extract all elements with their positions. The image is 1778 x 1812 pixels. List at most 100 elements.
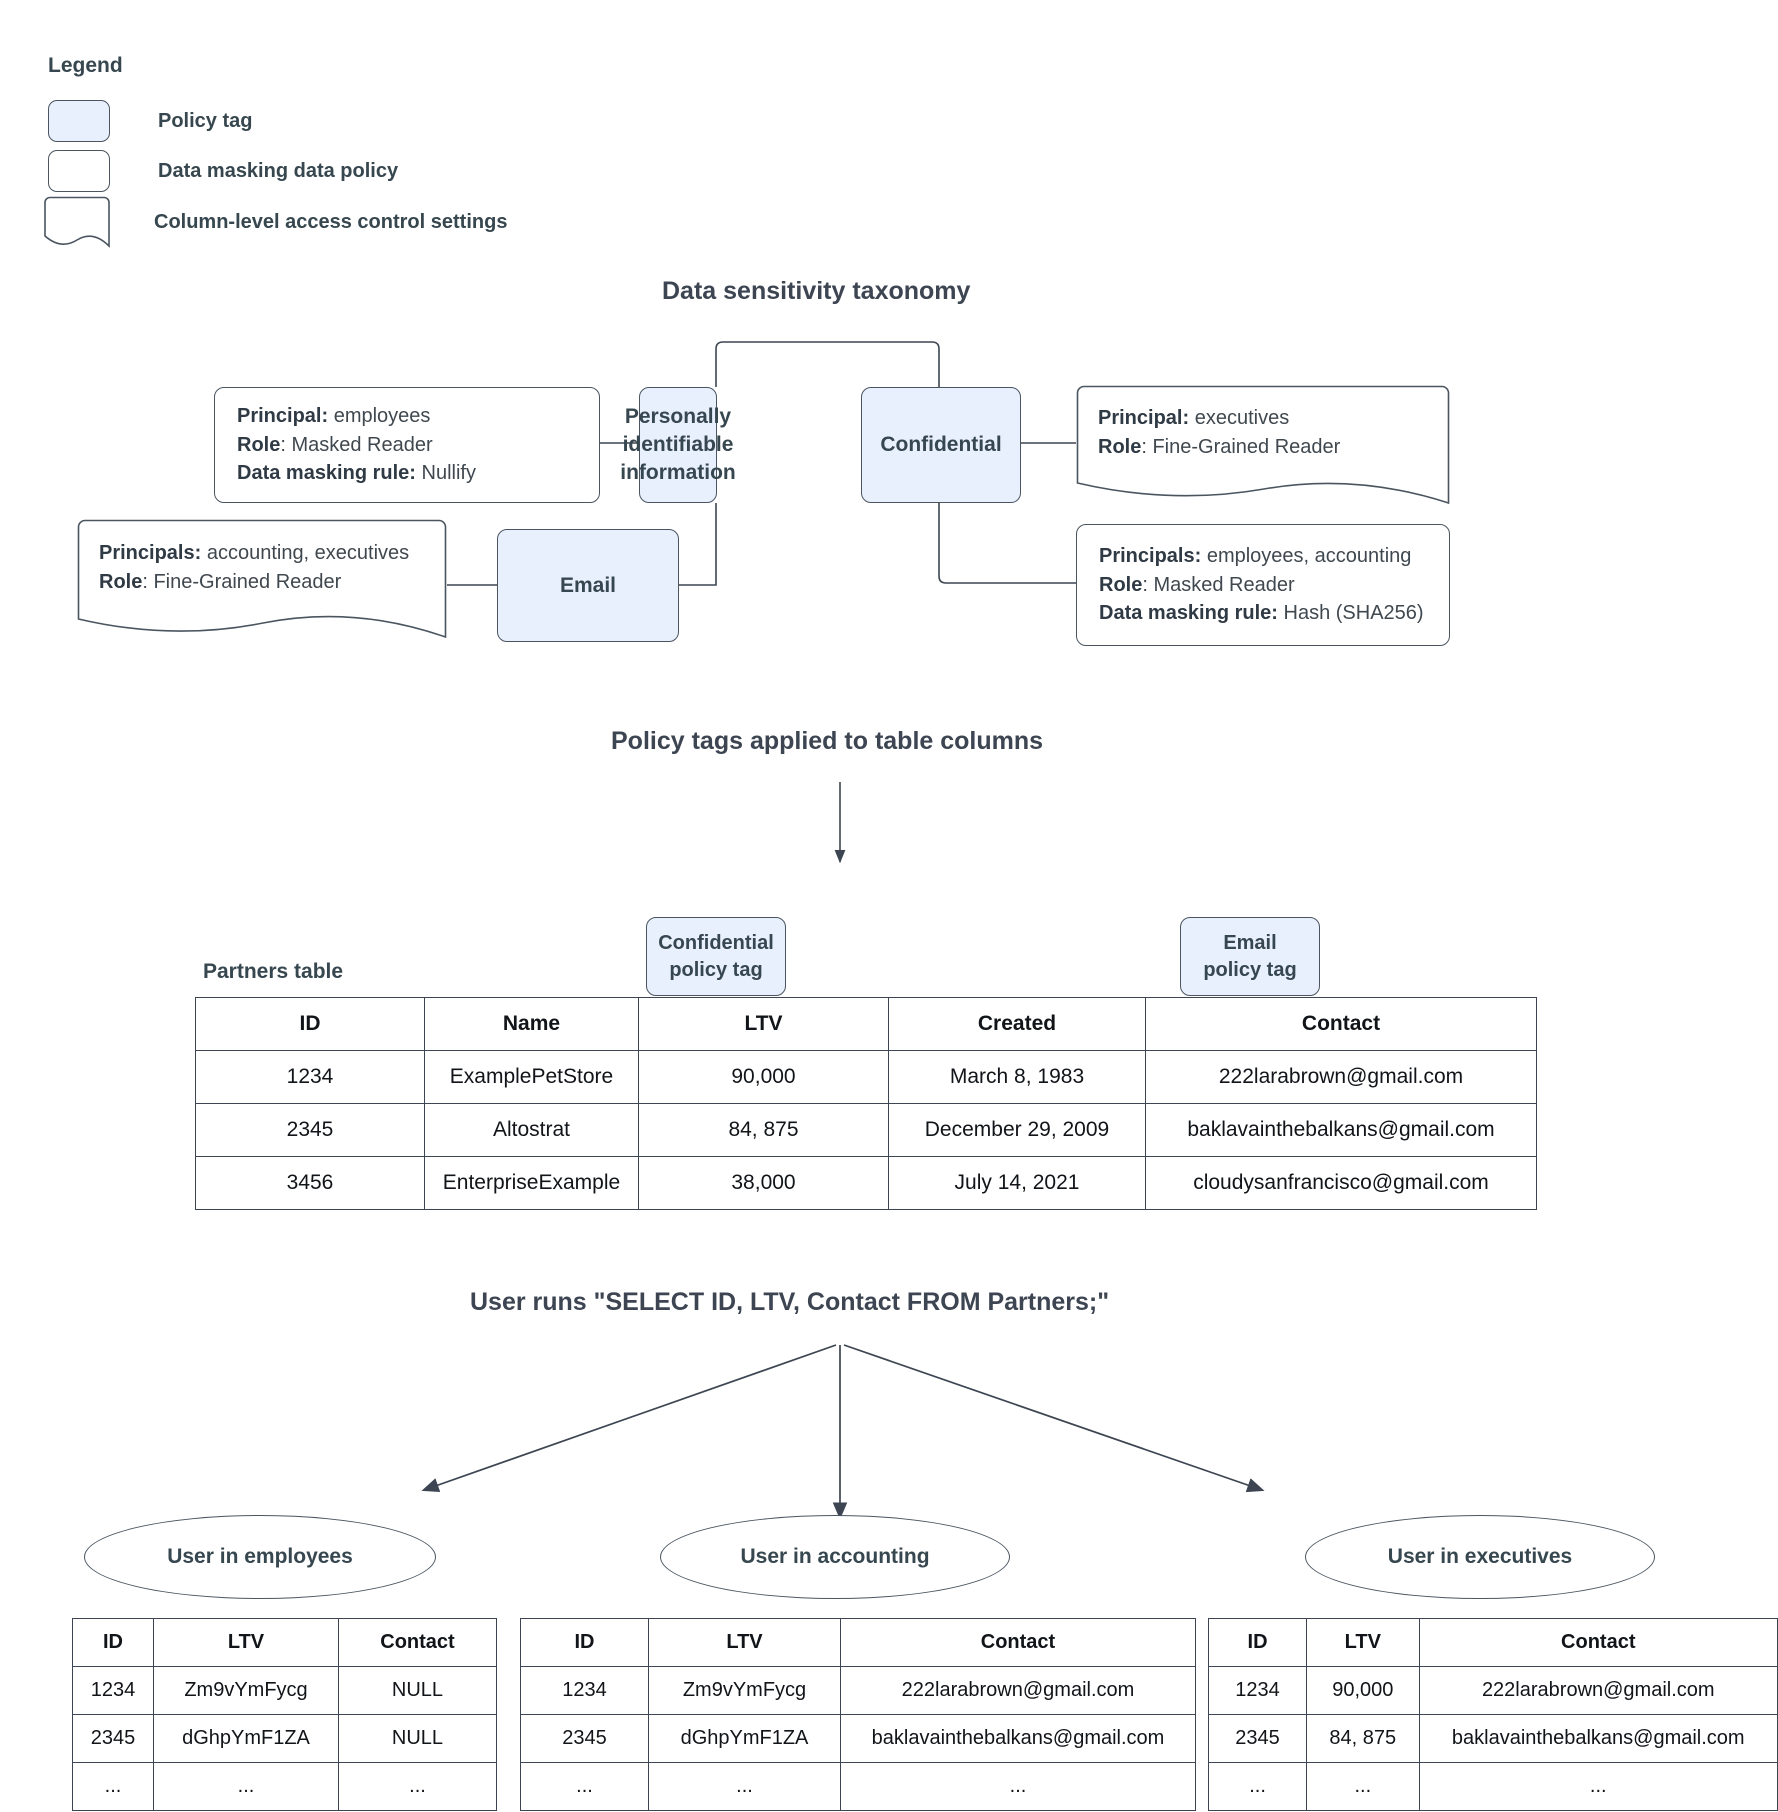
col-header-id: ID [195, 997, 425, 1051]
col-header-contact: Contact [338, 1618, 497, 1667]
cell-created: March 8, 1983 [888, 1050, 1146, 1104]
cell-name: Altostrat [424, 1103, 639, 1157]
table-row: 1234 90,000 222larabrown@gmail.com [1207, 1666, 1778, 1715]
col-header-contact: Contact [840, 1618, 1196, 1667]
cell-id: 3456 [195, 1156, 425, 1210]
partners-table: ID Name LTV Created Contact 1234 Example… [195, 997, 1537, 1210]
column-tag-email-line1: Email [1223, 932, 1277, 955]
column-tag-email-line2: policy tag [1203, 958, 1297, 981]
policy-box-confidential-masking-text: Principals: employees, accounting Role: … [1099, 544, 1424, 625]
col-header-id: ID [520, 1618, 649, 1667]
col-header-ltv: LTV [648, 1618, 841, 1667]
tag-node-pii[interactable]: Personally identifiable information [620, 387, 736, 503]
cell-ltv: ... [153, 1762, 339, 1811]
cell-contact: ... [338, 1762, 497, 1811]
cell-ltv: Zm9vYmFycg [648, 1666, 841, 1715]
col-header-contact: Contact [1145, 997, 1537, 1051]
col-header-id: ID [1207, 1618, 1308, 1667]
result-table-executives: ID LTV Contact 1234 90,000 222larabrown@… [1207, 1618, 1778, 1811]
table-row: 1234 Zm9vYmFycg 222larabrown@gmail.com [520, 1666, 1196, 1715]
tag-node-confidential[interactable]: Confidential [861, 387, 1021, 503]
col-header-name: Name [424, 997, 639, 1051]
cell-contact: 222larabrown@gmail.com [840, 1666, 1196, 1715]
partners-table-caption: Partners table [203, 960, 344, 983]
cell-id: ... [1207, 1762, 1308, 1811]
table-row: ... ... ... [520, 1762, 1196, 1811]
cell-ltv: 38,000 [638, 1156, 889, 1210]
col-header-ltv: LTV [1306, 1618, 1420, 1667]
applied-title: Policy tags applied to table columns [611, 727, 1044, 755]
legend-label-column-access-control: Column-level access control settings [154, 210, 508, 233]
policy-box-email-access-text: Principals: accounting, executives Role:… [99, 542, 410, 593]
legend-item-data-masking-policy: Data masking data policy [48, 150, 398, 192]
policy-box-confidential-masking[interactable]: Principals: employees, accounting Role: … [1076, 524, 1450, 646]
cell-id: ... [520, 1762, 649, 1811]
cell-ltv: 84, 875 [638, 1103, 889, 1157]
cell-name: EnterpriseExample [424, 1156, 639, 1210]
persona-accounting-label: User in accounting [740, 1545, 930, 1568]
tag-node-pii-label: Personally identifiable information [620, 405, 736, 484]
cell-ltv: ... [1306, 1762, 1420, 1811]
policy-box-confidential-access-text: Principal: executives Role: Fine-Grained… [1098, 407, 1341, 458]
persona-employees[interactable]: User in employees [84, 1515, 436, 1599]
table-row: 3456 EnterpriseExample 38,000 July 14, 2… [195, 1156, 1537, 1210]
column-tag-email[interactable]: Email policy tag [1180, 917, 1320, 996]
cell-contact: baklavainthebalkans@gmail.com [1145, 1103, 1537, 1157]
col-header-ltv: LTV [638, 997, 889, 1051]
column-tag-confidential[interactable]: Confidential policy tag [646, 917, 786, 996]
legend-title: Legend [48, 54, 123, 77]
policy-box-confidential-access[interactable]: Principal: executives Role: Fine-Grained… [1076, 385, 1450, 507]
result-table-accounting-wrapper: ID LTV Contact 1234 Zm9vYmFycg 222larabr… [520, 1618, 1196, 1811]
cell-id: ... [72, 1762, 154, 1811]
cell-contact: baklavainthebalkans@gmail.com [1418, 1714, 1778, 1763]
legend-swatch-column-access-control [44, 196, 110, 248]
policy-box-email-access[interactable]: Principals: accounting, executives Role:… [77, 519, 447, 643]
cell-name: ExamplePetStore [424, 1050, 639, 1104]
result-table-accounting: ID LTV Contact 1234 Zm9vYmFycg 222larabr… [520, 1618, 1196, 1811]
persona-employees-label: User in employees [167, 1545, 353, 1568]
col-header-contact: Contact [1418, 1618, 1778, 1667]
policy-box-pii-masking[interactable]: Principal: employees Role: Masked Reader… [214, 387, 600, 503]
col-header-id: ID [72, 1618, 154, 1667]
cell-contact: ... [840, 1762, 1196, 1811]
cell-ltv: Zm9vYmFycg [153, 1666, 339, 1715]
cell-ltv: dGhpYmF1ZA [648, 1714, 841, 1763]
cell-ltv: dGhpYmF1ZA [153, 1714, 339, 1763]
legend-item-column-access-control: Column-level access control settings [44, 196, 507, 248]
table-row: ... ... ... [72, 1762, 497, 1811]
cell-contact: NULL [338, 1714, 497, 1763]
partners-table-wrapper: ID Name LTV Created Contact 1234 Example… [195, 997, 1537, 1210]
cell-id: 2345 [1207, 1714, 1308, 1763]
cell-contact: 222larabrown@gmail.com [1418, 1666, 1778, 1715]
cell-contact: 222larabrown@gmail.com [1145, 1050, 1537, 1104]
cell-ltv: 90,000 [1306, 1666, 1420, 1715]
legend-label-data-masking-policy: Data masking data policy [158, 159, 399, 182]
column-tag-confidential-line2: policy tag [669, 958, 763, 981]
persona-accounting[interactable]: User in accounting [660, 1515, 1010, 1599]
tag-node-email-label: Email [559, 573, 617, 597]
policy-box-pii-masking-text: Principal: employees Role: Masked Reader… [237, 404, 476, 485]
cell-id: 1234 [72, 1666, 154, 1715]
table-header-row: ID LTV Contact [1207, 1618, 1778, 1667]
table-row: ... ... ... [1207, 1762, 1778, 1811]
taxonomy-title: Data sensitivity taxonomy [662, 277, 971, 305]
table-row: 2345 dGhpYmF1ZA NULL [72, 1714, 497, 1763]
cell-created: July 14, 2021 [888, 1156, 1146, 1210]
cell-id: 1234 [520, 1666, 649, 1715]
cell-ltv: 84, 875 [1306, 1714, 1420, 1763]
persona-executives-label: User in executives [1387, 1545, 1573, 1568]
tag-node-confidential-label: Confidential [880, 433, 1002, 457]
cell-id: 2345 [195, 1103, 425, 1157]
result-table-employees-wrapper: ID LTV Contact 1234 Zm9vYmFycg NULL 2345… [72, 1618, 497, 1811]
result-table-executives-wrapper: ID LTV Contact 1234 90,000 222larabrown@… [1207, 1618, 1778, 1811]
legend-swatch-policy-tag [48, 100, 110, 142]
persona-executives[interactable]: User in executives [1305, 1515, 1655, 1599]
column-tag-confidential-line1: Confidential [658, 932, 774, 955]
tag-node-email[interactable]: Email [497, 529, 679, 642]
table-row: 1234 Zm9vYmFycg NULL [72, 1666, 497, 1715]
table-row: 1234 ExamplePetStore 90,000 March 8, 198… [195, 1050, 1537, 1104]
cell-created: December 29, 2009 [888, 1103, 1146, 1157]
cell-id: 2345 [72, 1714, 154, 1763]
legend-swatch-data-masking-policy [48, 150, 110, 192]
